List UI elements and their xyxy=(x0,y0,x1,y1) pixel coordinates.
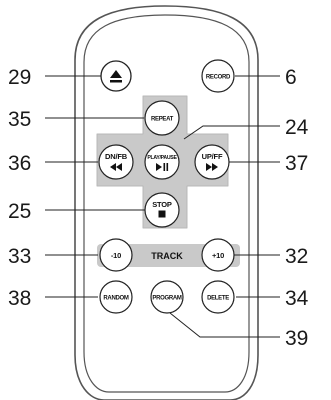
play-pause-button[interactable]: PLAY/PAUSE xyxy=(144,144,180,180)
play-pause-label: PLAY/PAUSE xyxy=(147,155,177,161)
callout-35: 35 xyxy=(8,108,31,131)
repeat-label: REPEAT xyxy=(151,117,174,123)
remote-body-outline xyxy=(74,5,259,400)
plus-10-label: +10 xyxy=(212,251,224,260)
callout-25: 25 xyxy=(8,200,31,223)
callout-6: 6 xyxy=(285,66,297,89)
eject-button[interactable] xyxy=(100,60,132,92)
callout-29: 29 xyxy=(8,66,31,89)
callout-36: 36 xyxy=(8,152,31,175)
plus-10-button[interactable]: +10 xyxy=(201,238,235,272)
delete-button[interactable]: DELETE xyxy=(201,280,235,314)
leader-lines xyxy=(45,75,280,338)
callout-32: 32 xyxy=(285,245,308,268)
minus-10-label: -10 xyxy=(111,251,121,260)
delete-label: DELETE xyxy=(207,296,229,302)
dn-fb-button[interactable]: DN/FB xyxy=(98,144,134,180)
stop-icon xyxy=(158,210,166,218)
track-label: TRACK xyxy=(151,251,183,261)
fast-forward-icon xyxy=(206,163,218,171)
callout-37: 37 xyxy=(285,152,308,175)
dn-fb-label: DN/FB xyxy=(105,152,128,161)
play-pause-icon xyxy=(156,163,169,171)
record-button[interactable]: RECORD xyxy=(201,59,235,93)
callout-39: 39 xyxy=(285,327,308,350)
random-button[interactable]: RANDOM xyxy=(99,280,133,314)
rewind-icon xyxy=(110,163,122,171)
stop-button[interactable]: STOP xyxy=(144,192,180,228)
eject-icon xyxy=(110,70,122,83)
callout-38: 38 xyxy=(8,287,31,310)
program-label: PROGRAM xyxy=(152,296,182,302)
up-ff-label: UP/FF xyxy=(202,152,223,161)
callout-34: 34 xyxy=(285,287,309,310)
remote-body-inner-outline xyxy=(83,14,250,393)
minus-10-button[interactable]: -10 xyxy=(99,238,133,272)
callout-24: 24 xyxy=(285,116,309,139)
callout-33: 33 xyxy=(8,245,31,268)
repeat-button[interactable]: REPEAT xyxy=(144,100,180,136)
record-label: RECORD xyxy=(206,75,231,81)
program-button[interactable]: PROGRAM xyxy=(150,280,184,314)
random-label: RANDOM xyxy=(103,296,128,302)
up-ff-button[interactable]: UP/FF xyxy=(194,144,230,180)
stop-label: STOP xyxy=(152,200,172,209)
